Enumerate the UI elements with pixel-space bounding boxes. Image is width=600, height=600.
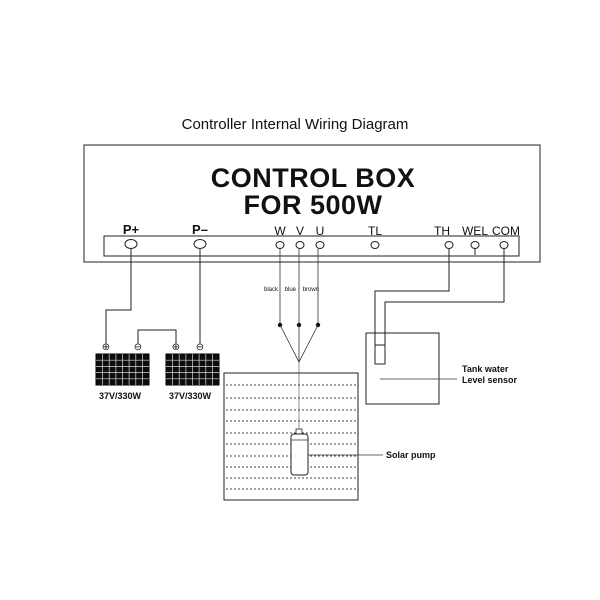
- terminal-label-p-minus: P–: [192, 222, 208, 237]
- panel2-plus-symbol: ⊕: [172, 342, 180, 353]
- terminal-label-th: TH: [434, 224, 450, 238]
- terminal-label-p-plus: P+: [123, 222, 140, 237]
- panel1-label: 37V/330W: [99, 391, 142, 401]
- panel2-label: 37V/330W: [169, 391, 212, 401]
- solar-panel-2: [165, 353, 220, 386]
- terminal-screw-w: [275, 241, 285, 249]
- terminal-screw-v: [295, 241, 305, 249]
- terminal-screw-tl: [370, 241, 380, 249]
- terminal-screw-u: [315, 241, 325, 249]
- wire-com: [384, 249, 505, 345]
- control-box-outline: [83, 144, 541, 263]
- terminal-screw-p-plus: [124, 239, 138, 249]
- water-tank: [365, 332, 440, 405]
- wire-series-link: [137, 329, 177, 344]
- wire-color-brown: brown: [303, 287, 319, 293]
- terminal-screw-com: [499, 241, 509, 249]
- sensor-label-line2: Level sensor: [462, 375, 518, 385]
- panel1-minus-symbol: ⊖: [134, 342, 142, 353]
- terminal-label-wel: WEL: [462, 224, 488, 238]
- solar-panel-1: [95, 353, 150, 386]
- terminal-label-tl: TL: [368, 224, 382, 238]
- terminal-screw-p-minus: [193, 239, 207, 249]
- panel2-minus-symbol: ⊖: [196, 342, 204, 353]
- level-sensor-probe: [374, 344, 386, 365]
- wire-color-blue: blue: [285, 287, 297, 293]
- terminal-strip: [103, 235, 520, 257]
- panel1-plus-symbol: ⊕: [102, 342, 110, 353]
- terminal-label-u: U: [316, 224, 325, 238]
- terminal-screw-th: [444, 241, 454, 249]
- diagram-title: Controller Internal Wiring Diagram: [182, 116, 409, 133]
- water-well: [223, 372, 359, 501]
- wire-p-plus: [105, 249, 132, 344]
- sensor-label-line1: Tank water: [462, 364, 509, 374]
- control-box-title-line2: FOR 500W: [243, 190, 382, 220]
- solar-pump: [290, 428, 309, 476]
- water-level-lines: [226, 384, 356, 490]
- pump-label: Solar pump: [386, 450, 436, 460]
- wire-color-black: black: [264, 287, 279, 293]
- terminal-label-com: COM: [492, 224, 520, 238]
- control-box-title-line1: CONTROL BOX: [211, 163, 416, 193]
- terminal-screw-wel: [470, 241, 480, 249]
- wire-th: [374, 249, 450, 345]
- terminal-label-w: W: [274, 224, 286, 238]
- terminal-label-v: V: [296, 224, 304, 238]
